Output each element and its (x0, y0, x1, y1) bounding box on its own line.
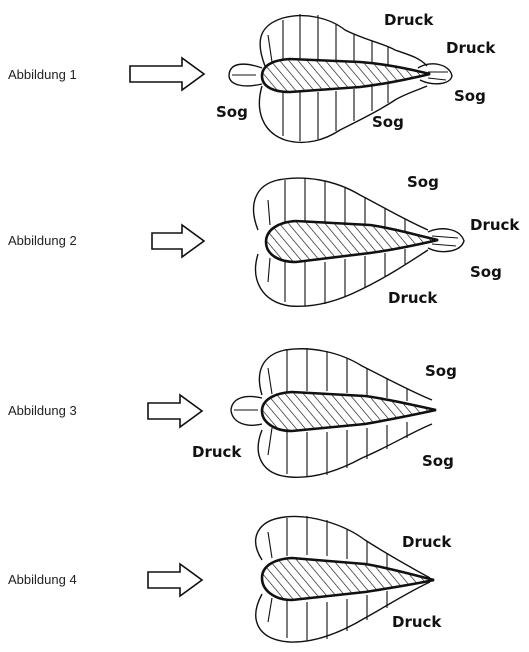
pressure-vectors (267, 516, 388, 641)
airfoil (260, 390, 437, 433)
airfoil (264, 219, 439, 264)
pressure-envelope (254, 249, 429, 308)
pressure-envelope (255, 515, 431, 579)
annotation-label: Sog (454, 87, 486, 105)
figure-2: Abbildung 2 Sog Druck Sog (8, 173, 520, 308)
arrow-icon (151, 223, 206, 259)
figure-1-label: Abbildung 1 (8, 67, 77, 82)
pressure-envelope (258, 85, 428, 144)
pressure-envelope (259, 15, 428, 67)
pressure-envelope (252, 177, 429, 231)
pressure-vectors (234, 348, 408, 477)
pressure-envelope (257, 423, 433, 478)
pressure-vectors (267, 178, 459, 306)
annotation-label: Sog (422, 452, 454, 470)
figure-1: Abbildung 1 Druck Druck (8, 11, 496, 144)
pressure-envelope (258, 348, 433, 401)
annotation-label: Sog (407, 173, 439, 191)
arrow-icon (147, 393, 204, 429)
arrow-icon (129, 56, 206, 92)
figure-4: Abbildung 4 Druck Druck (8, 515, 452, 643)
airfoil (260, 57, 431, 94)
leading-edge-lobe (230, 395, 263, 426)
figure-2-label: Abbildung 2 (8, 233, 77, 248)
annotation-label: Druck (470, 216, 520, 234)
annotation-label: Sog (470, 263, 502, 281)
trailing-edge-lobe (417, 63, 453, 85)
annotation-label: Druck (192, 443, 242, 461)
annotation-label: Druck (392, 613, 442, 631)
figure-3: Abbildung 3 Sog Sog Druck (8, 348, 457, 478)
airfoil (260, 556, 435, 602)
annotation-label: Druck (402, 533, 452, 551)
annotation-label: Druck (384, 11, 434, 29)
trailing-edge-lobe (427, 228, 465, 253)
annotation-label: Sog (372, 113, 404, 131)
annotation-label: Sog (216, 103, 248, 121)
figure-3-label: Abbildung 3 (8, 403, 77, 418)
annotation-label: Sog (425, 362, 457, 380)
annotation-label: Druck (446, 39, 496, 57)
figure-4-label: Abbildung 4 (8, 572, 77, 587)
pressure-vectors (232, 14, 448, 141)
leading-edge-lobe (228, 63, 263, 87)
annotation-label: Druck (388, 289, 438, 307)
arrow-icon (147, 562, 204, 598)
